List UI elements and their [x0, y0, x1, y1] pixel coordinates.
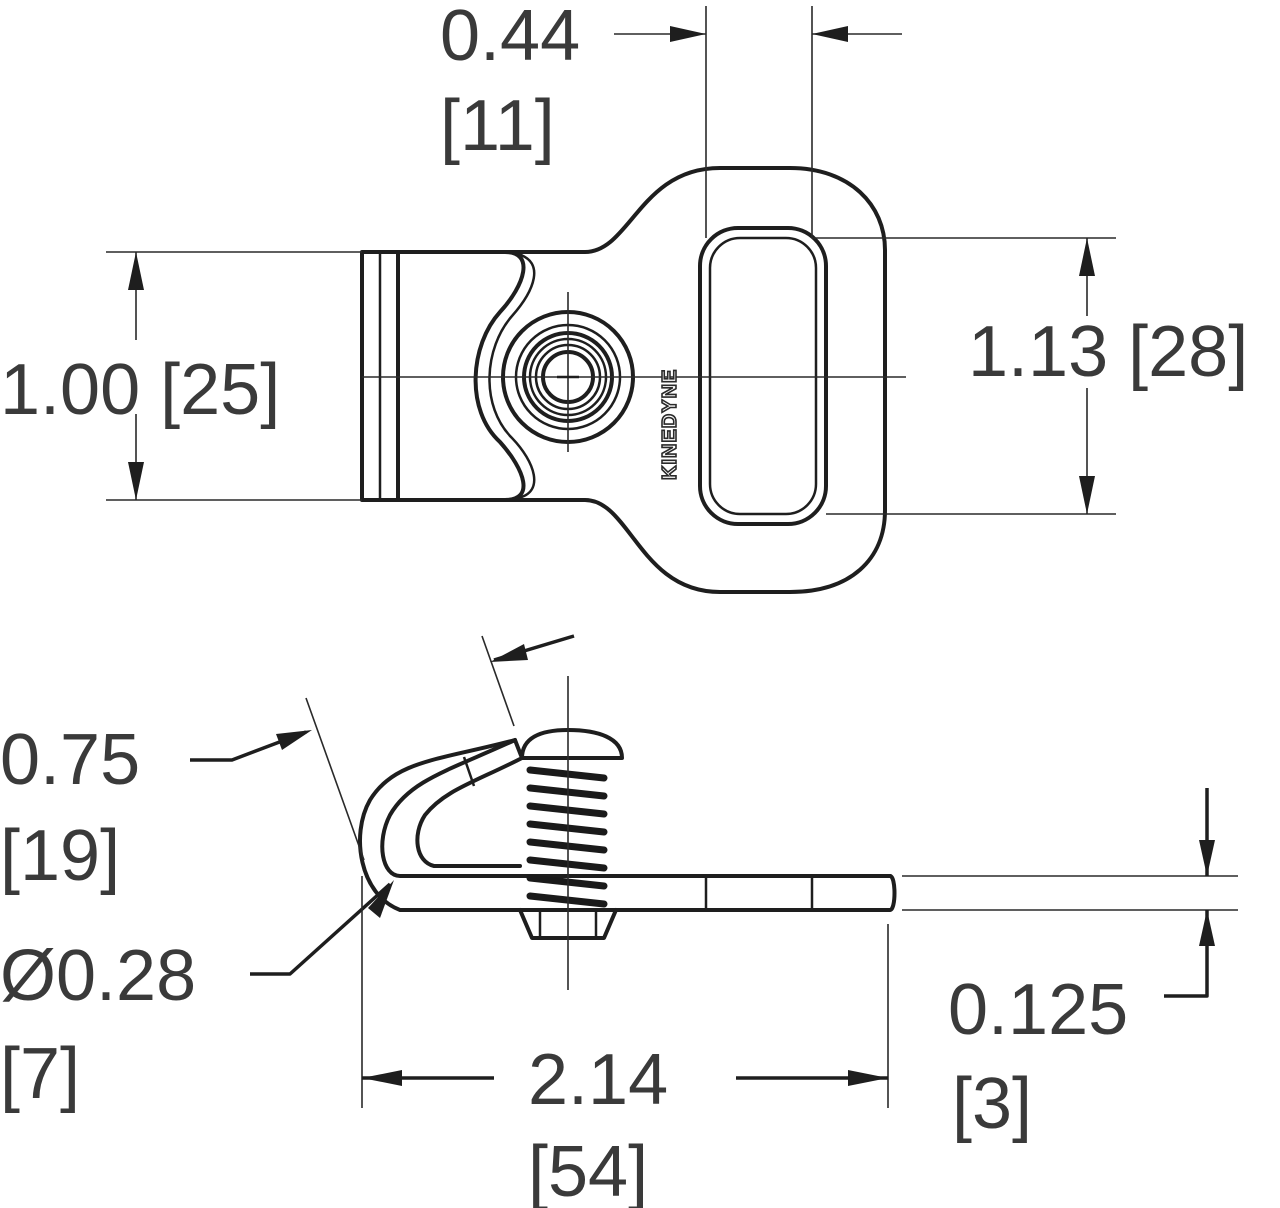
- dim-hook-value: 0.75: [0, 720, 140, 800]
- dim-length: 2.14 [54]: [361, 876, 889, 1208]
- strap-slot: [698, 226, 828, 526]
- hook-body: [380, 738, 892, 878]
- hook-tip-line: [462, 756, 476, 787]
- hook-outer: [358, 738, 897, 912]
- dim-thickness-value: 0.125: [948, 970, 1128, 1050]
- notch-curve: [473, 250, 526, 502]
- top-view: KINEDYNE 0.44 [11] 1.00 [25]: [0, 0, 1248, 594]
- dim-diameter: Ø0.28 [7]: [0, 880, 394, 1114]
- dim-base-height: 1.00 [25]: [0, 251, 362, 501]
- side-view: 0.75 [19] Ø0.28 [7] 2.14 [54]: [0, 634, 1238, 1208]
- dim-hook-metric: [19]: [0, 816, 120, 896]
- dim-slot-width-value: 0.44: [440, 0, 580, 76]
- dim-thickness: 0.125 [3]: [902, 788, 1238, 1144]
- brand-stamp: KINEDYNE: [659, 369, 681, 480]
- dim-base-height-value: 1.00 [25]: [0, 350, 280, 430]
- dim-slot-width: 0.44 [11]: [440, 0, 902, 238]
- dim-hook: 0.75 [19]: [0, 634, 575, 896]
- notch-curve-inner: [488, 252, 536, 500]
- dim-diameter-metric: [7]: [0, 1034, 80, 1114]
- stud-cap: [520, 728, 624, 760]
- dim-length-metric: [54]: [528, 1132, 648, 1208]
- spring: [526, 766, 608, 908]
- dim-length-value: 2.14: [528, 1040, 668, 1120]
- dim-overall-height-value: 1.13 [28]: [968, 312, 1248, 392]
- dim-overall-height: 1.13 [28]: [812, 237, 1248, 515]
- dim-diameter-value: Ø0.28: [0, 936, 196, 1016]
- dim-thickness-metric: [3]: [952, 1064, 1032, 1144]
- dim-slot-width-metric: [11]: [440, 86, 555, 166]
- strap-slot-inner: [708, 236, 818, 516]
- plate-outline: [360, 166, 887, 594]
